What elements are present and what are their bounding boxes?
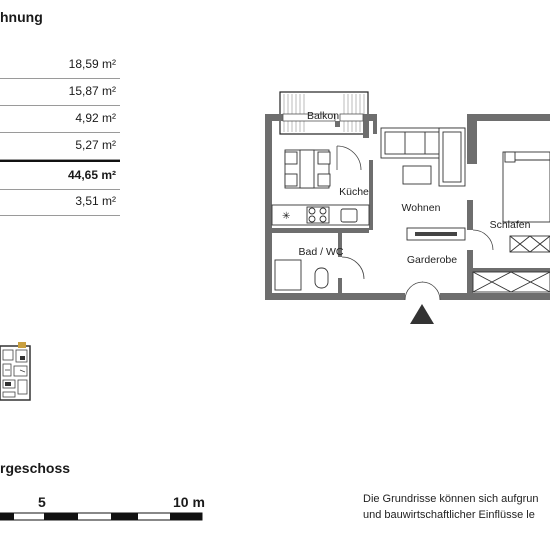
kitchen-counter: ✳: [271, 204, 370, 226]
entrance-arrow: [410, 304, 434, 324]
area-value: 3,51 m²: [75, 194, 116, 208]
room-label-bad: Bad / WC: [299, 246, 344, 258]
room-label-schlafen: Schlafen: [490, 219, 531, 231]
disclaimer-line-1: Die Grundrisse können sich aufgrun: [363, 493, 539, 505]
area-row: 18,59 m²: [0, 51, 120, 79]
scale-label-end: 10 m: [173, 494, 205, 510]
walls: [265, 114, 550, 300]
apartment-title: hnung: [0, 9, 43, 25]
area-total-value: 44,65 m²: [67, 168, 116, 182]
room-label-garderobe: Garderobe: [407, 254, 457, 266]
sofa: [380, 127, 466, 187]
area-value: 5,27 m²: [75, 138, 116, 152]
room-label-kueche: Küche: [339, 186, 369, 198]
area-value: 18,59 m²: [68, 57, 116, 71]
tv-board: [406, 227, 466, 241]
scale-bar: [0, 512, 203, 521]
area-total-row: 44,65 m²: [0, 160, 120, 190]
room-label-balkon: Balkon: [307, 110, 339, 122]
floor-label: rgeschoss: [0, 460, 71, 476]
bed: [502, 151, 550, 223]
disclaimer-line-2: und bauwirtschaftlicher Einflüsse le: [363, 509, 535, 521]
room-label-wohnen: Wohnen: [402, 202, 441, 214]
area-row: 5,27 m²: [0, 132, 120, 160]
scale-label-mid: 5: [38, 494, 46, 510]
balcony: [279, 91, 369, 135]
area-value: 4,92 m²: [75, 111, 116, 125]
bathroom-fixtures: [274, 259, 329, 291]
wardrobe: [472, 235, 550, 293]
area-row: 15,87 m²: [0, 78, 120, 106]
building-overview-icon: [0, 342, 31, 401]
area-value: 15,87 m²: [68, 84, 116, 98]
svg-text:✳: ✳: [282, 211, 290, 222]
area-row: 3,51 m²: [0, 188, 120, 216]
floor-plan: ✳ Balkon Küche: [265, 91, 550, 324]
area-row: 4,92 m²: [0, 105, 120, 133]
dining-table: [284, 149, 331, 189]
